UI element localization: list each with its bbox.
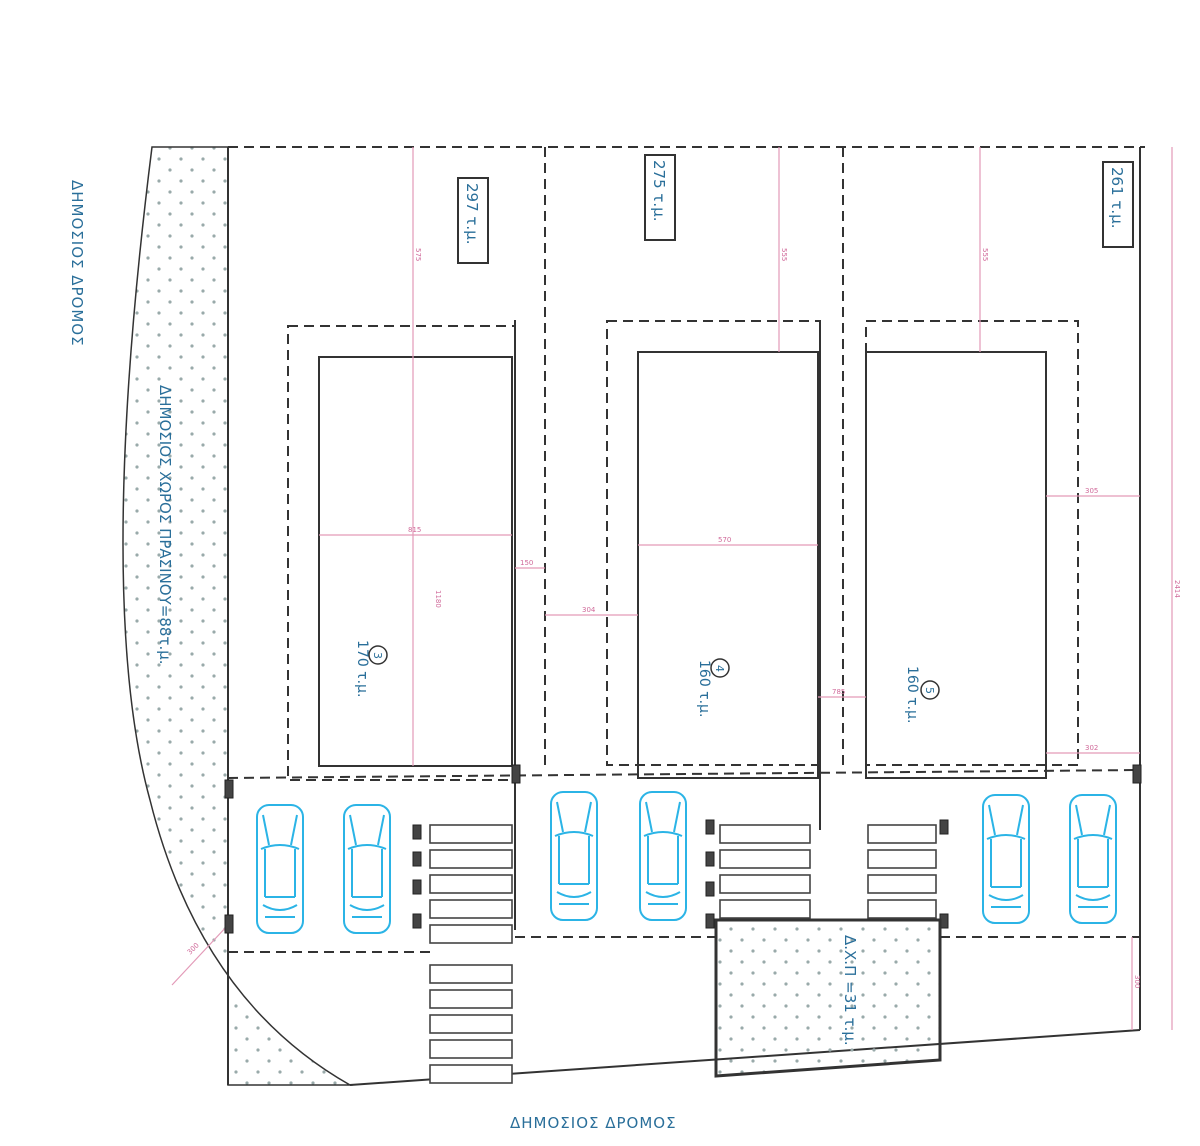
green-space-area: [122, 146, 353, 1086]
car-icon: [256, 804, 304, 934]
svg-text:160 τ.μ.: 160 τ.μ.: [696, 660, 712, 717]
dim-building-3-width: 815: [408, 526, 421, 534]
car-icon: [639, 791, 687, 921]
stairs-plot-3: [429, 824, 513, 1084]
dim-total-depth: 2414: [1173, 580, 1181, 598]
dim-front-setback-3: 575: [414, 248, 422, 261]
left-road-label: ΔΗΜΟΣΙΟΣ ΔΡΟΜΟΣ: [68, 180, 86, 347]
building-plot-4: [637, 351, 819, 779]
parking-top-line: [227, 769, 1141, 779]
car-icon: [343, 804, 391, 934]
car-icon: [982, 794, 1030, 924]
car-icon: [1069, 794, 1117, 924]
svg-text:3: 3: [371, 652, 384, 659]
building-plot-3: [318, 356, 513, 767]
building-label-4: 4 160 τ.μ.: [696, 658, 730, 717]
stairs-plot-5: [867, 824, 937, 919]
svg-text:261 τ.μ.: 261 τ.μ.: [1108, 167, 1126, 229]
posts: [224, 764, 1142, 934]
svg-text:5: 5: [923, 687, 936, 694]
svg-text:160 τ.μ.: 160 τ.μ.: [904, 666, 920, 723]
plot-area-label-4: 275 τ.μ.: [644, 154, 676, 241]
bottom-road-label: ΔΗΜΟΣΙΟΣ ΔΡΟΜΟΣ: [510, 1114, 677, 1132]
green-space-label: ΔΗΜΟΣΙΟΣ ΧΩΡΟΣ ΠΡΑΣΙΝΟΥ=88τ.μ.: [156, 385, 174, 665]
public-space-area: [714, 918, 942, 1078]
dim-front-setback-5: 555: [981, 248, 989, 261]
dim-front-setback-4: 555: [780, 248, 788, 261]
dim-side-setback-5-bottom: 302: [1085, 744, 1098, 752]
svg-text:275 τ.μ.: 275 τ.μ.: [650, 160, 668, 222]
envelope-plot-3: [287, 325, 516, 781]
dim-side-setback-3: 150: [520, 559, 533, 567]
dim-side-setback-5-top: 305: [1085, 487, 1098, 495]
dim-road-offset: 300: [1133, 975, 1141, 988]
car-icon: [550, 791, 598, 921]
stairs-plot-4: [719, 824, 811, 919]
dim-building-3-depth: 1180: [434, 590, 442, 608]
plot-area-label-5: 261 τ.μ.: [1102, 161, 1134, 248]
dim-building-4-width: 570: [718, 536, 731, 544]
building-label-5: 5 160 τ.μ.: [904, 666, 940, 723]
svg-text:170 τ.μ.: 170 τ.μ.: [354, 640, 370, 697]
dim-side-setback-4: 304: [582, 606, 596, 614]
dimension-lines: [171, 147, 1173, 1030]
dim-corner-offset: 300: [186, 941, 201, 956]
public-space-label: Δ.Χ.Π =31 τ.μ.: [841, 935, 859, 1046]
building-plot-5: [865, 351, 1047, 779]
svg-text:297 τ.μ.: 297 τ.μ.: [463, 183, 481, 245]
building-label-3: 3 170 τ.μ.: [354, 640, 388, 697]
svg-text:4: 4: [713, 665, 726, 672]
dim-gap-4-5: 785: [832, 688, 845, 696]
plot-area-label-3: 297 τ.μ.: [457, 177, 489, 264]
